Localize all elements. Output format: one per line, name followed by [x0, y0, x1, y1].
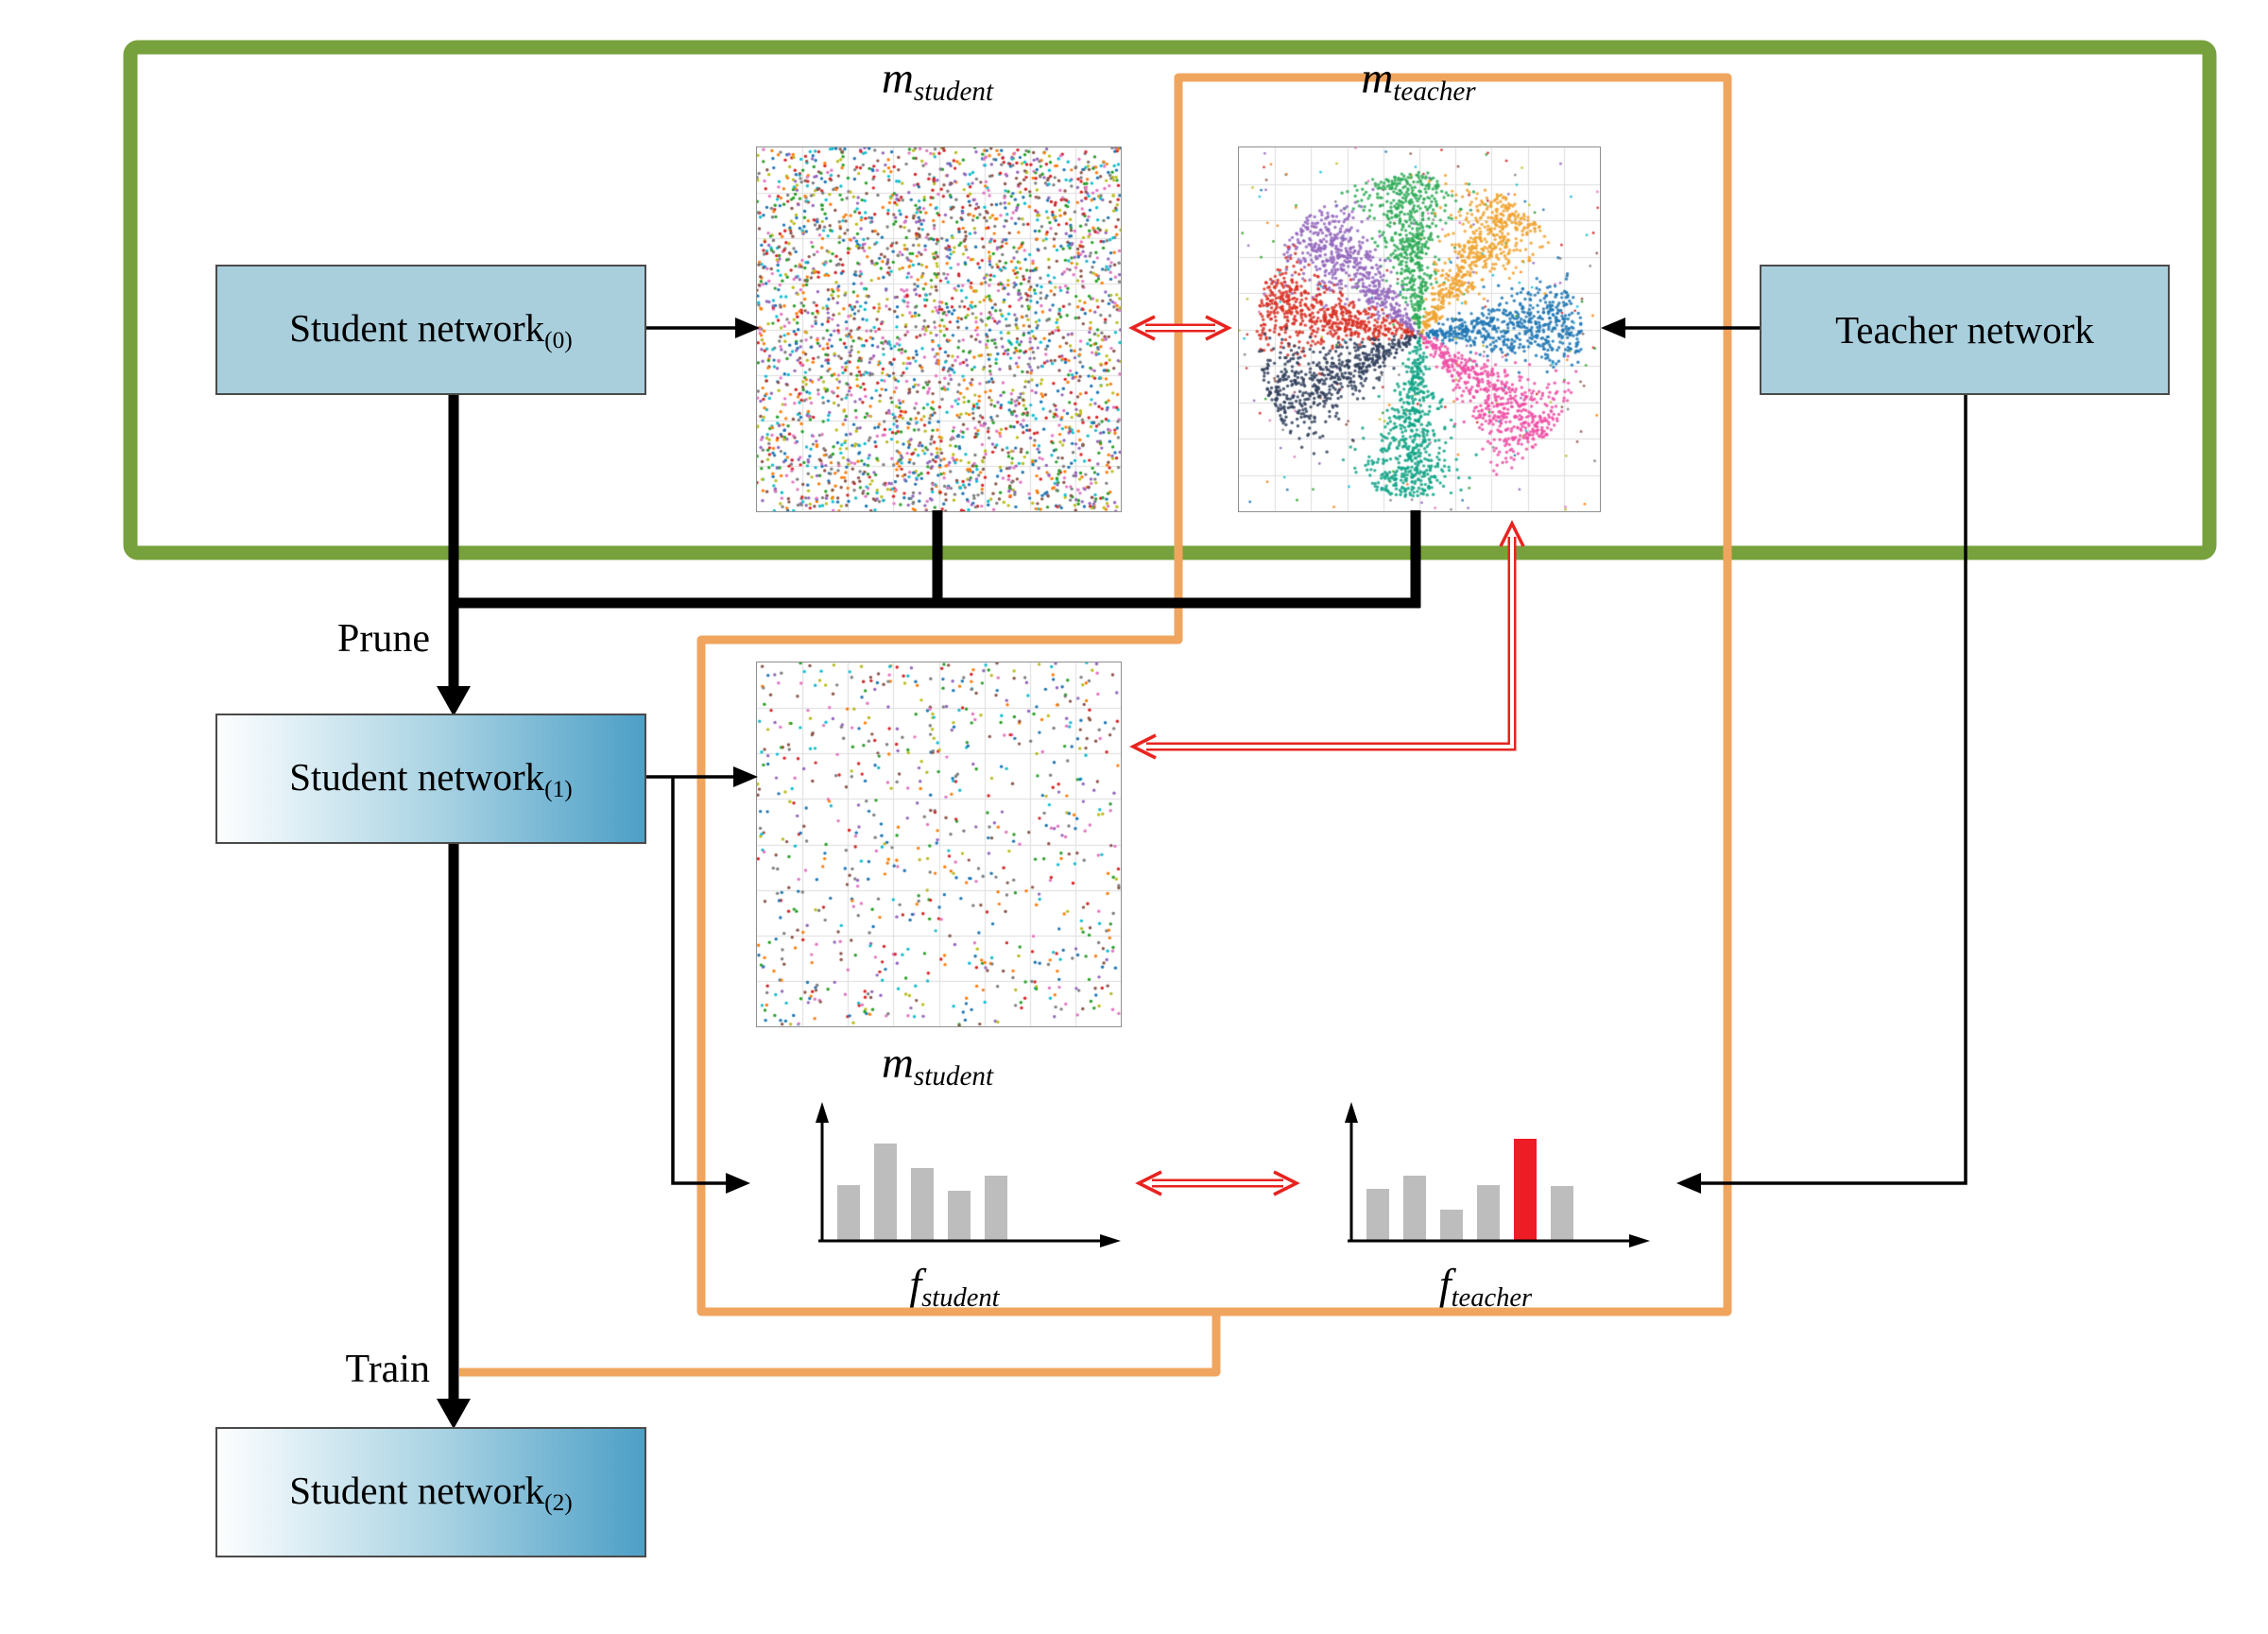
bar — [1366, 1189, 1389, 1241]
mask-similarity-arrow — [1128, 315, 1232, 341]
m-teacher-label: mteacher — [1361, 54, 1476, 108]
student-network-0-box: Student network(0) — [215, 265, 646, 395]
f-teacher-y-arrowhead-icon — [1345, 1102, 1358, 1123]
train-label: Train — [345, 1348, 430, 1391]
m-student-mask-plot — [756, 146, 1122, 512]
m-student-top-label: mstudent — [881, 54, 994, 108]
train-arrowhead-icon — [437, 1399, 471, 1429]
bar — [1551, 1186, 1573, 1241]
m-teacher-embedding-plot — [1238, 146, 1601, 512]
output-similarity-arrow — [1135, 1170, 1300, 1196]
teacher-to-output-line — [1697, 394, 1967, 1185]
teacher-arrowhead-icon — [1601, 318, 1625, 338]
f-teacher-x-arrowhead-icon — [1629, 1234, 1650, 1247]
bar — [874, 1144, 897, 1241]
m-student-pruned-mask-plot — [756, 662, 1122, 1027]
teacher-output-arrowhead-icon — [1676, 1173, 1701, 1194]
f-student-chart — [805, 1094, 1131, 1269]
prune-arrowhead-icon — [437, 686, 471, 716]
f-teacher-label: fteacher — [1438, 1260, 1533, 1313]
student-network-1-box: Student network(1) — [215, 714, 646, 844]
f-student-x-arrowhead-icon — [1100, 1234, 1121, 1247]
m-student-mid-label: mstudent — [881, 1039, 994, 1092]
student-network-2-box: Student network(2) — [215, 1427, 646, 1557]
bar — [948, 1191, 971, 1241]
student1-to-output-line — [671, 777, 730, 1185]
bar — [911, 1168, 934, 1241]
bar — [1440, 1210, 1463, 1241]
f-student-bars — [837, 1144, 1007, 1241]
prune-label: Prune — [337, 617, 430, 661]
student1-output-arrowhead-icon — [726, 1173, 750, 1194]
bar — [1477, 1185, 1500, 1241]
f-student-y-arrowhead-icon — [816, 1102, 829, 1123]
f-teacher-bars — [1366, 1139, 1573, 1241]
f-teacher-chart — [1334, 1094, 1660, 1269]
orange-connector-to-train — [459, 1312, 1221, 1377]
bar — [1403, 1176, 1426, 1241]
bar — [1514, 1139, 1537, 1241]
bar — [837, 1185, 860, 1241]
student1-mask-arrowhead-icon — [733, 766, 758, 787]
f-student-label: fstudent — [909, 1260, 1000, 1313]
teacher-network-box: Teacher network — [1760, 265, 2170, 395]
bar — [985, 1176, 1007, 1241]
teacher-mask-transfer-arrow — [1129, 520, 1525, 760]
